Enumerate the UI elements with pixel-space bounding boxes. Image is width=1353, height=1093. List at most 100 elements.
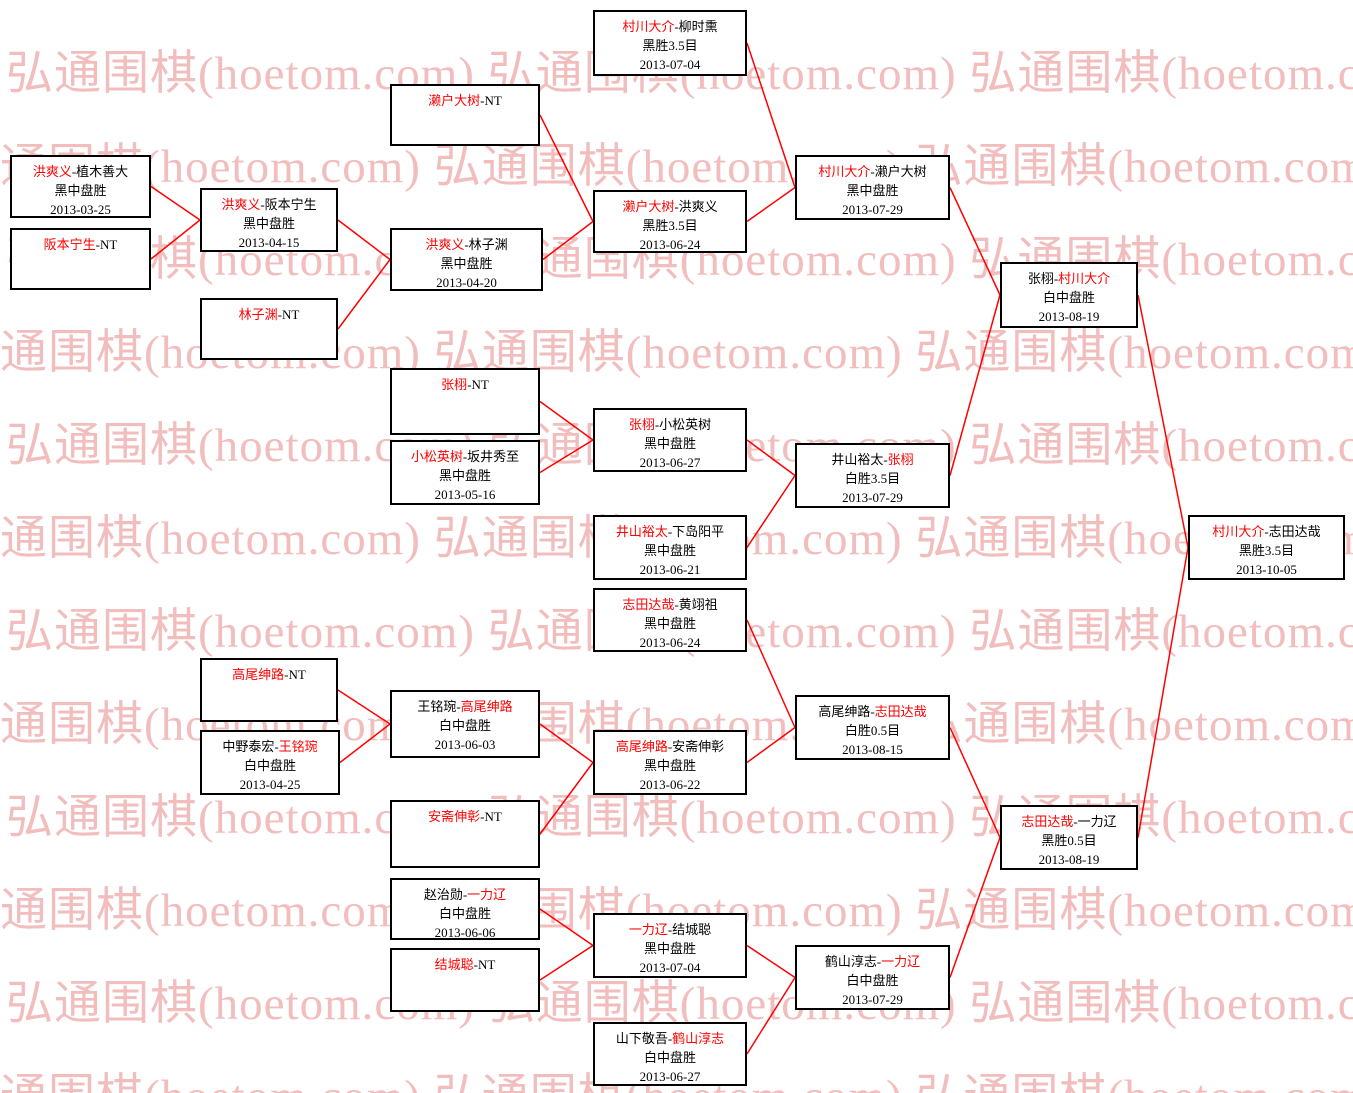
- match-date: 2013-04-20: [436, 275, 497, 290]
- bracket-connector: [539, 400, 594, 441]
- bracket-connector: [337, 689, 391, 725]
- bracket-connector: [949, 837, 1001, 978]
- match-players: 井山裕太-张栩: [797, 450, 948, 469]
- player-name: 赵治勋: [423, 887, 463, 902]
- vs-separator: -: [284, 667, 289, 682]
- vs-separator: -: [71, 164, 77, 179]
- match-box: 林子渊-NT: [200, 298, 338, 360]
- match-date: 2013-03-25: [50, 202, 111, 217]
- player-name: 柳时熏: [678, 19, 718, 34]
- player-name: 小松英树: [659, 417, 712, 432]
- match-players: 洪爽义-阪本宁生: [202, 195, 336, 214]
- vs-separator: -: [667, 1031, 673, 1046]
- match-box: 村川大介-濑户大树黑中盘胜 2013-07-29: [795, 155, 950, 220]
- player-name: 村川大介: [1212, 524, 1265, 539]
- match-result: 白中盘胜: [438, 718, 491, 733]
- match-result: 黑中盘胜: [846, 183, 899, 198]
- bracket-connector: [746, 186, 796, 223]
- match-result: 黑中盘胜: [440, 256, 493, 271]
- player-name: 张栩: [441, 377, 468, 392]
- player-name: 一力辽: [881, 954, 921, 969]
- bracket-connector: [539, 723, 594, 764]
- match-players: 张栩-村川大介: [1002, 269, 1136, 288]
- bracket-connector: [746, 619, 796, 728]
- vs-separator: -: [473, 957, 478, 972]
- player-name: 小松英树: [410, 449, 463, 464]
- match-players: 中野泰宏-王铭琬: [202, 737, 338, 756]
- player-name: 高尾绅路: [460, 699, 513, 714]
- player-name: 志田达哉: [1021, 814, 1074, 829]
- player-name: 高尾绅路: [818, 704, 871, 719]
- match-result: 白中盘胜: [1042, 290, 1095, 305]
- match-result: 黑中盘胜: [643, 941, 696, 956]
- match-date: 2013-06-24: [639, 635, 701, 650]
- player-name: 阪本宁生: [43, 237, 96, 252]
- player-name: 高尾绅路: [232, 667, 285, 682]
- match-players: 高尾绅路-NT: [202, 665, 336, 684]
- player-name: 洪爽义: [425, 237, 465, 252]
- bracket-connector: [949, 187, 1001, 296]
- match-box: 高尾绅路-NT: [200, 658, 338, 722]
- player-name: 志田达哉: [1268, 524, 1321, 539]
- player-name: 安斋伸彰: [428, 809, 481, 824]
- vs-separator: -: [870, 164, 875, 179]
- match-players: 安斋伸彰-NT: [392, 807, 538, 826]
- player-name: NT: [484, 809, 502, 824]
- bracket-connector: [1137, 294, 1189, 548]
- match-result: 黑中盘胜: [643, 758, 696, 773]
- bracket-connector: [337, 219, 391, 261]
- match-date: 2013-08-15: [842, 742, 903, 757]
- player-name: 村川大介: [622, 19, 675, 34]
- match-result: 白中盘胜: [846, 973, 899, 988]
- player-name: NT: [471, 377, 489, 392]
- player-name: 黄翊祖: [678, 597, 718, 612]
- player-name: 洪爽义: [221, 197, 261, 212]
- player-name: 一力辽: [1077, 814, 1117, 829]
- match-box: 张栩-NT: [390, 368, 540, 435]
- player-name: 阪本宁生: [264, 197, 317, 212]
- match-result: 黑中盘胜: [643, 543, 696, 558]
- player-name: NT: [282, 307, 300, 322]
- vs-separator: -: [667, 524, 673, 539]
- match-date: 2013-07-29: [842, 202, 903, 217]
- vs-separator: -: [870, 704, 875, 719]
- vs-separator: -: [462, 887, 468, 902]
- player-name: NT: [100, 237, 118, 252]
- vs-separator: -: [480, 93, 485, 108]
- match-result: 黑中盘胜: [242, 216, 295, 231]
- match-players: 村川大介-濑户大树: [797, 162, 948, 181]
- match-date: 2013-07-04: [639, 57, 701, 72]
- player-name: 林子渊: [238, 307, 278, 322]
- player-name: 井山裕太: [831, 452, 884, 467]
- bracket-connector: [539, 439, 594, 474]
- bracket-connector: [1137, 547, 1189, 838]
- vs-separator: -: [95, 237, 100, 252]
- player-name: 洪爽义: [678, 199, 718, 214]
- player-name: 一力辽: [628, 922, 668, 937]
- bracket-connector: [150, 219, 201, 260]
- match-players: 一力辽-结城聪: [595, 920, 745, 939]
- match-players: 井山裕太-下岛阳平: [595, 522, 745, 541]
- match-players: 洪爽义-植木善大: [12, 162, 149, 181]
- player-name: 坂井秀至: [467, 449, 520, 464]
- match-players: 山下敬吾-鹤山淳志: [595, 1029, 745, 1048]
- player-name: 林子渊: [468, 237, 508, 252]
- match-date: 2013-07-04: [639, 960, 701, 975]
- bracket-connector: [949, 727, 1001, 838]
- match-result: 白中盘胜: [243, 758, 296, 773]
- player-name: 植木善大: [76, 164, 129, 179]
- match-result: 白中盘胜: [438, 906, 491, 921]
- player-name: 志田达哉: [874, 704, 927, 719]
- match-box: 阪本宁生-NT: [10, 228, 151, 290]
- match-result: 黑中盘胜: [643, 436, 696, 451]
